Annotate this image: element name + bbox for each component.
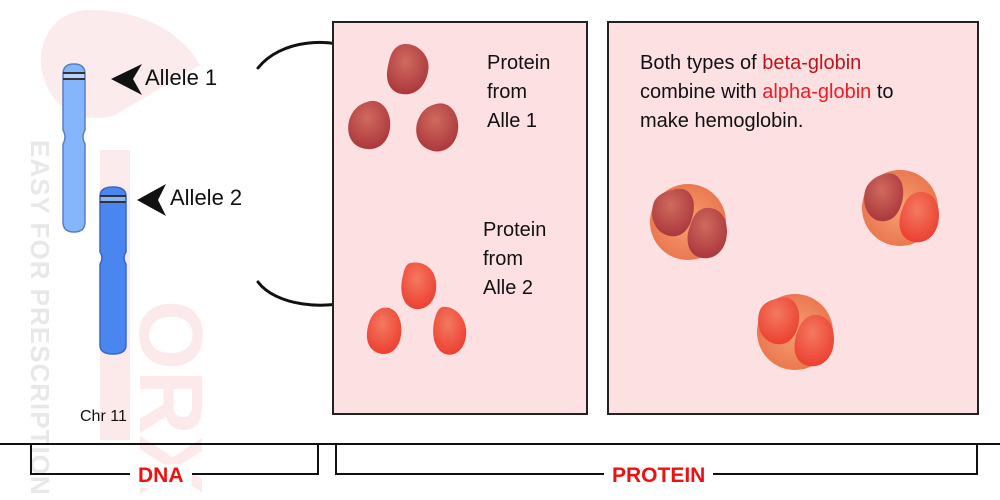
dna-section-label: DNA <box>130 464 192 488</box>
allele-1-pointer-icon <box>111 64 142 95</box>
allele-2-pointer-icon <box>137 184 166 216</box>
protein-allele-2-blob <box>366 307 402 355</box>
protein-allele-1-group <box>348 44 459 152</box>
hemoglobin-complex <box>650 184 728 260</box>
allele-2-label: Allele 2 <box>170 185 243 210</box>
protein-allele-2-group <box>366 262 467 355</box>
protein-allele-1-blob <box>416 103 459 152</box>
chromosome-label: Chr 11 <box>80 408 127 425</box>
allele-1-label: Allele 1 <box>145 65 218 90</box>
alpha-globin-term: alpha-globin <box>762 81 872 103</box>
protein-section-label: PROTEIN <box>604 464 714 488</box>
protein-allele-2-blob <box>401 262 437 310</box>
hemoglobin-complex <box>757 294 835 370</box>
protein-allele-1-blob <box>386 44 429 95</box>
protein-allele-2-blob <box>433 306 467 355</box>
chromosome-allele-2 <box>99 186 127 355</box>
hemoglobin-caption: Both types of beta-globin combine with a… <box>640 52 894 132</box>
beta-globin-term: beta-globin <box>762 52 862 74</box>
hemoglobin-complex <box>862 170 940 246</box>
watermark-tagline: EASY FOR PRESCRIPTION <box>25 140 55 496</box>
protein-allele-2-caption: Protein from Alle 2 <box>483 219 547 299</box>
protein-allele-1-blob <box>348 100 391 150</box>
protein-allele-1-caption: Protein from Alle 1 <box>487 52 551 132</box>
svg-text:ORX: ORX <box>120 300 220 495</box>
chromosome-allele-1 <box>62 63 86 233</box>
